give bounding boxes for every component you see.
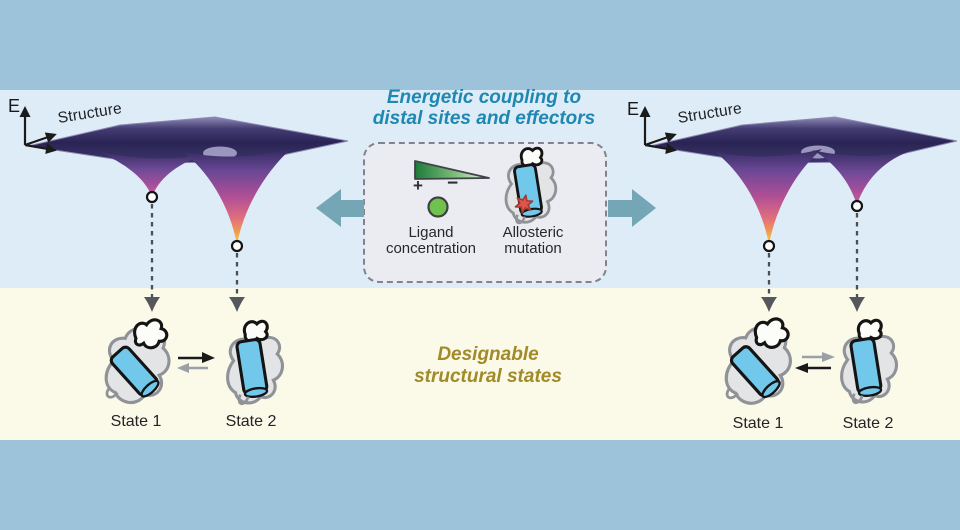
drop-arrows-left bbox=[144, 204, 245, 312]
minus-sign: − bbox=[447, 173, 459, 194]
ligand-concentration-icon bbox=[414, 160, 490, 218]
protein-state2-left bbox=[226, 319, 285, 406]
coupling-arrow-left-icon bbox=[316, 189, 364, 227]
effectors-box bbox=[363, 142, 607, 283]
ligand-label-line2: concentration bbox=[385, 240, 477, 257]
allosteric-label-line2: mutation bbox=[504, 240, 562, 257]
state-marker-icon bbox=[762, 239, 776, 253]
energy-axis-label-left: E bbox=[8, 96, 21, 116]
state-marker-icon bbox=[850, 199, 864, 213]
protein-cartoon bbox=[504, 146, 558, 225]
protein-state1-left bbox=[104, 318, 171, 405]
state1-label-left: State 1 bbox=[110, 413, 162, 430]
equilibrium-arrows-right-icon bbox=[795, 352, 835, 373]
state1-label-right: State 1 bbox=[732, 415, 784, 432]
allosteric-label-line1: Allosteric bbox=[502, 224, 564, 241]
energy-axis-label-right: E bbox=[627, 99, 640, 119]
bottom-band bbox=[0, 440, 960, 530]
state-marker-icon bbox=[145, 190, 159, 204]
top-band bbox=[0, 0, 960, 90]
allosteric-mutation-icon bbox=[504, 146, 558, 225]
designable-states-title: Designable structural states bbox=[338, 344, 638, 388]
ligand-concentration-label: Ligand concentration bbox=[376, 225, 486, 257]
state-marker-icon bbox=[230, 239, 244, 253]
designable-line2: structural states bbox=[414, 366, 562, 387]
coupling-title-line1: Energetic coupling to bbox=[386, 87, 582, 108]
protein-state1-right bbox=[724, 317, 792, 405]
axes-left bbox=[19, 106, 57, 155]
equilibrium-arrows-left-icon bbox=[177, 352, 215, 373]
coupling-title-line2: distal sites and effectors bbox=[372, 108, 596, 129]
designable-line1: Designable bbox=[437, 344, 539, 365]
ligand-gradient-wedge-icon bbox=[414, 160, 490, 180]
mutation-star-icon bbox=[514, 194, 534, 214]
drop-arrows-right bbox=[761, 213, 865, 312]
funnel-deep-right-panel bbox=[715, 149, 822, 245]
allosteric-mutation-label: Allosteric mutation bbox=[478, 225, 588, 257]
state2-label-right: State 2 bbox=[842, 415, 894, 432]
ligand-label-line1: Ligand bbox=[408, 224, 454, 241]
funnel-deep-left-panel bbox=[183, 148, 292, 245]
funnel-shallow-left-panel bbox=[100, 152, 203, 197]
coupling-title: Energetic coupling to distal sites and e… bbox=[358, 87, 610, 129]
plus-sign: + bbox=[413, 176, 423, 195]
funnel-shallow-right-panel bbox=[812, 150, 908, 205]
state2-label-left: State 2 bbox=[225, 413, 277, 430]
energy-landscape-right bbox=[649, 116, 958, 253]
axes-right bbox=[639, 106, 677, 155]
energy-landscape-left bbox=[27, 116, 349, 253]
ligand-molecule-icon bbox=[427, 196, 449, 218]
coupling-arrow-right-icon bbox=[608, 189, 656, 227]
protein-state2-right bbox=[840, 318, 899, 405]
